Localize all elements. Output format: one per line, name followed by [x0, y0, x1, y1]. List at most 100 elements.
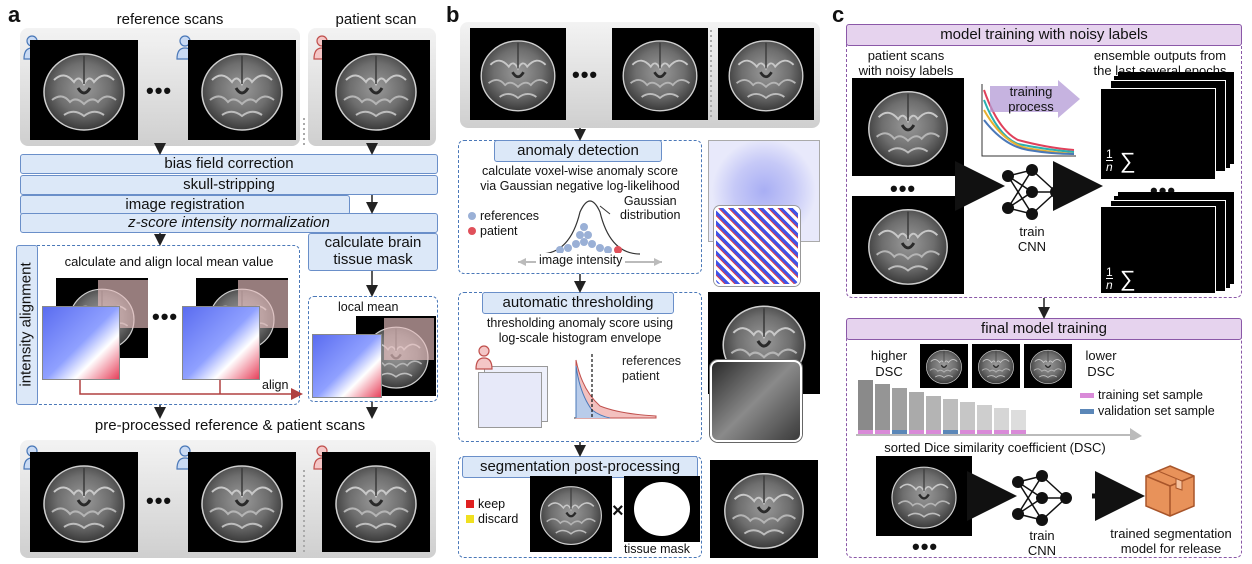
anomaly-map [42, 306, 120, 380]
threshold-legend-patient: patient [622, 369, 660, 383]
anomaly-detection-title: anomaly detection [494, 140, 662, 162]
validation-legend-label: validation set sample [1098, 404, 1215, 418]
training-arrow-icon [990, 80, 1080, 118]
brain-mask-label: calculate brain tissue mask [324, 234, 422, 268]
brain-scan [470, 28, 566, 120]
brain-mask-box: calculate brain tissue mask [308, 233, 438, 271]
ensemble-output [1100, 206, 1216, 294]
intensity-alignment-label-box [16, 245, 38, 405]
legend-patient: patient [480, 224, 518, 238]
ellipsis: ••• [1150, 178, 1177, 203]
panel-a-label: a [8, 2, 21, 27]
dsc-bar [875, 384, 890, 430]
noisy-training-title: model training with noisy labels [846, 24, 1242, 46]
brain-scan [852, 196, 964, 294]
discard-label: discard [478, 512, 519, 526]
neural-network-icon [1002, 164, 1062, 220]
sigma-symbol: ∑ [1120, 148, 1136, 173]
threshold-desc: thresholding anomaly score using log-sca… [486, 316, 674, 345]
dsc-sample-marker [909, 430, 924, 434]
preprocessed-title: pre-processed reference & patient scans [94, 417, 366, 434]
brain-scan [612, 28, 708, 120]
patient-scans-label: patient scans with noisy labels [858, 48, 954, 78]
dsc-bar [1011, 410, 1026, 430]
dsc-sample-marker [977, 430, 992, 434]
local-mean-label: local mean [338, 300, 399, 314]
dsc-bar [994, 408, 1009, 430]
tissue-mask-label: tissue mask [624, 542, 690, 556]
brain-scan [920, 344, 968, 388]
keep-swatch [466, 500, 474, 508]
brain-scan [1024, 344, 1072, 388]
dsc-bar [909, 392, 924, 430]
ellipsis: ••• [912, 534, 939, 559]
brain-scan [30, 452, 138, 552]
person-icon [475, 345, 493, 370]
step-bias-field: bias field correction [20, 154, 438, 174]
brain-scan [530, 476, 612, 552]
anomaly-map [182, 306, 260, 380]
dsc-bar [926, 396, 941, 430]
brain-scan [188, 452, 296, 552]
brain-scan [322, 452, 430, 552]
keep-label: keep [478, 497, 506, 511]
dsc-sample-marker [875, 430, 890, 434]
zoom-scan [710, 360, 802, 442]
frac-denominator: n [1106, 160, 1113, 174]
brain-scan [876, 456, 972, 536]
step-zscore: z-score intensity normalization [20, 213, 438, 233]
validation-legend-swatch [1080, 409, 1094, 414]
panel-b-label: b [446, 2, 460, 27]
dsc-sample-marker [994, 430, 1009, 434]
train-cnn-label-2: train CNN [1027, 528, 1057, 558]
higher-dsc-label: DSC [875, 364, 903, 379]
align-local-mean-text: calculate and align local mean value [64, 254, 274, 269]
histogram-plot [574, 354, 657, 419]
dsc-bar [892, 388, 907, 430]
dsc-sample-marker [1011, 430, 1026, 434]
ellipsis: ••• [146, 78, 173, 103]
ellipsis: ••• [572, 62, 599, 87]
reference-scans-title: reference scans [116, 11, 224, 28]
patient-scan-title: patient scan [335, 11, 417, 28]
threshold-legend-references: references [622, 354, 682, 368]
dsc-bar [858, 380, 873, 430]
stacked-scan [478, 372, 542, 428]
dsc-bar [977, 405, 992, 430]
ensemble-label: ensemble outputs from the last several e… [1093, 48, 1227, 78]
brain-scan [852, 78, 964, 176]
dsc-sample-marker [926, 430, 941, 434]
frac-denominator: n [1106, 278, 1113, 292]
dsc-sample-marker [892, 430, 907, 434]
image-intensity-label: image intensity [536, 253, 626, 267]
local-mean-overlay [384, 318, 434, 360]
gaussian-label: Gaussian distribution [620, 194, 681, 222]
tissue-mask-image [624, 476, 700, 542]
package-box-icon [1145, 465, 1195, 517]
brain-scan [710, 460, 818, 558]
align-label: align [262, 378, 289, 392]
ensemble-output [1100, 88, 1216, 180]
train-cnn-label: train CNN [1017, 224, 1047, 254]
brain-scan [30, 40, 138, 140]
dsc-bar-chart [856, 380, 1142, 440]
brain-scan [718, 28, 814, 120]
training-legend-label: training set sample [1098, 388, 1203, 402]
dsc-sample-marker [960, 430, 975, 434]
higher-label: higher [870, 348, 908, 363]
legend-references: references [480, 209, 540, 223]
sorted-dice-label: sorted Dice similarity coefficient (DSC) [884, 440, 1106, 455]
lower-label: lower [1085, 348, 1117, 363]
sigma-symbol: ∑ [1120, 266, 1136, 291]
times-symbol: × [612, 500, 624, 522]
frac-numerator: 1 [1106, 147, 1113, 161]
panel-c-label: c [832, 2, 845, 27]
training-process-label: training process [1008, 84, 1054, 114]
dsc-sample-marker [943, 430, 958, 434]
ellipsis: ••• [146, 488, 173, 513]
trained-model-label: trained segmentation model for release [1110, 526, 1232, 556]
auto-threshold-title: automatic thresholding [482, 292, 674, 314]
